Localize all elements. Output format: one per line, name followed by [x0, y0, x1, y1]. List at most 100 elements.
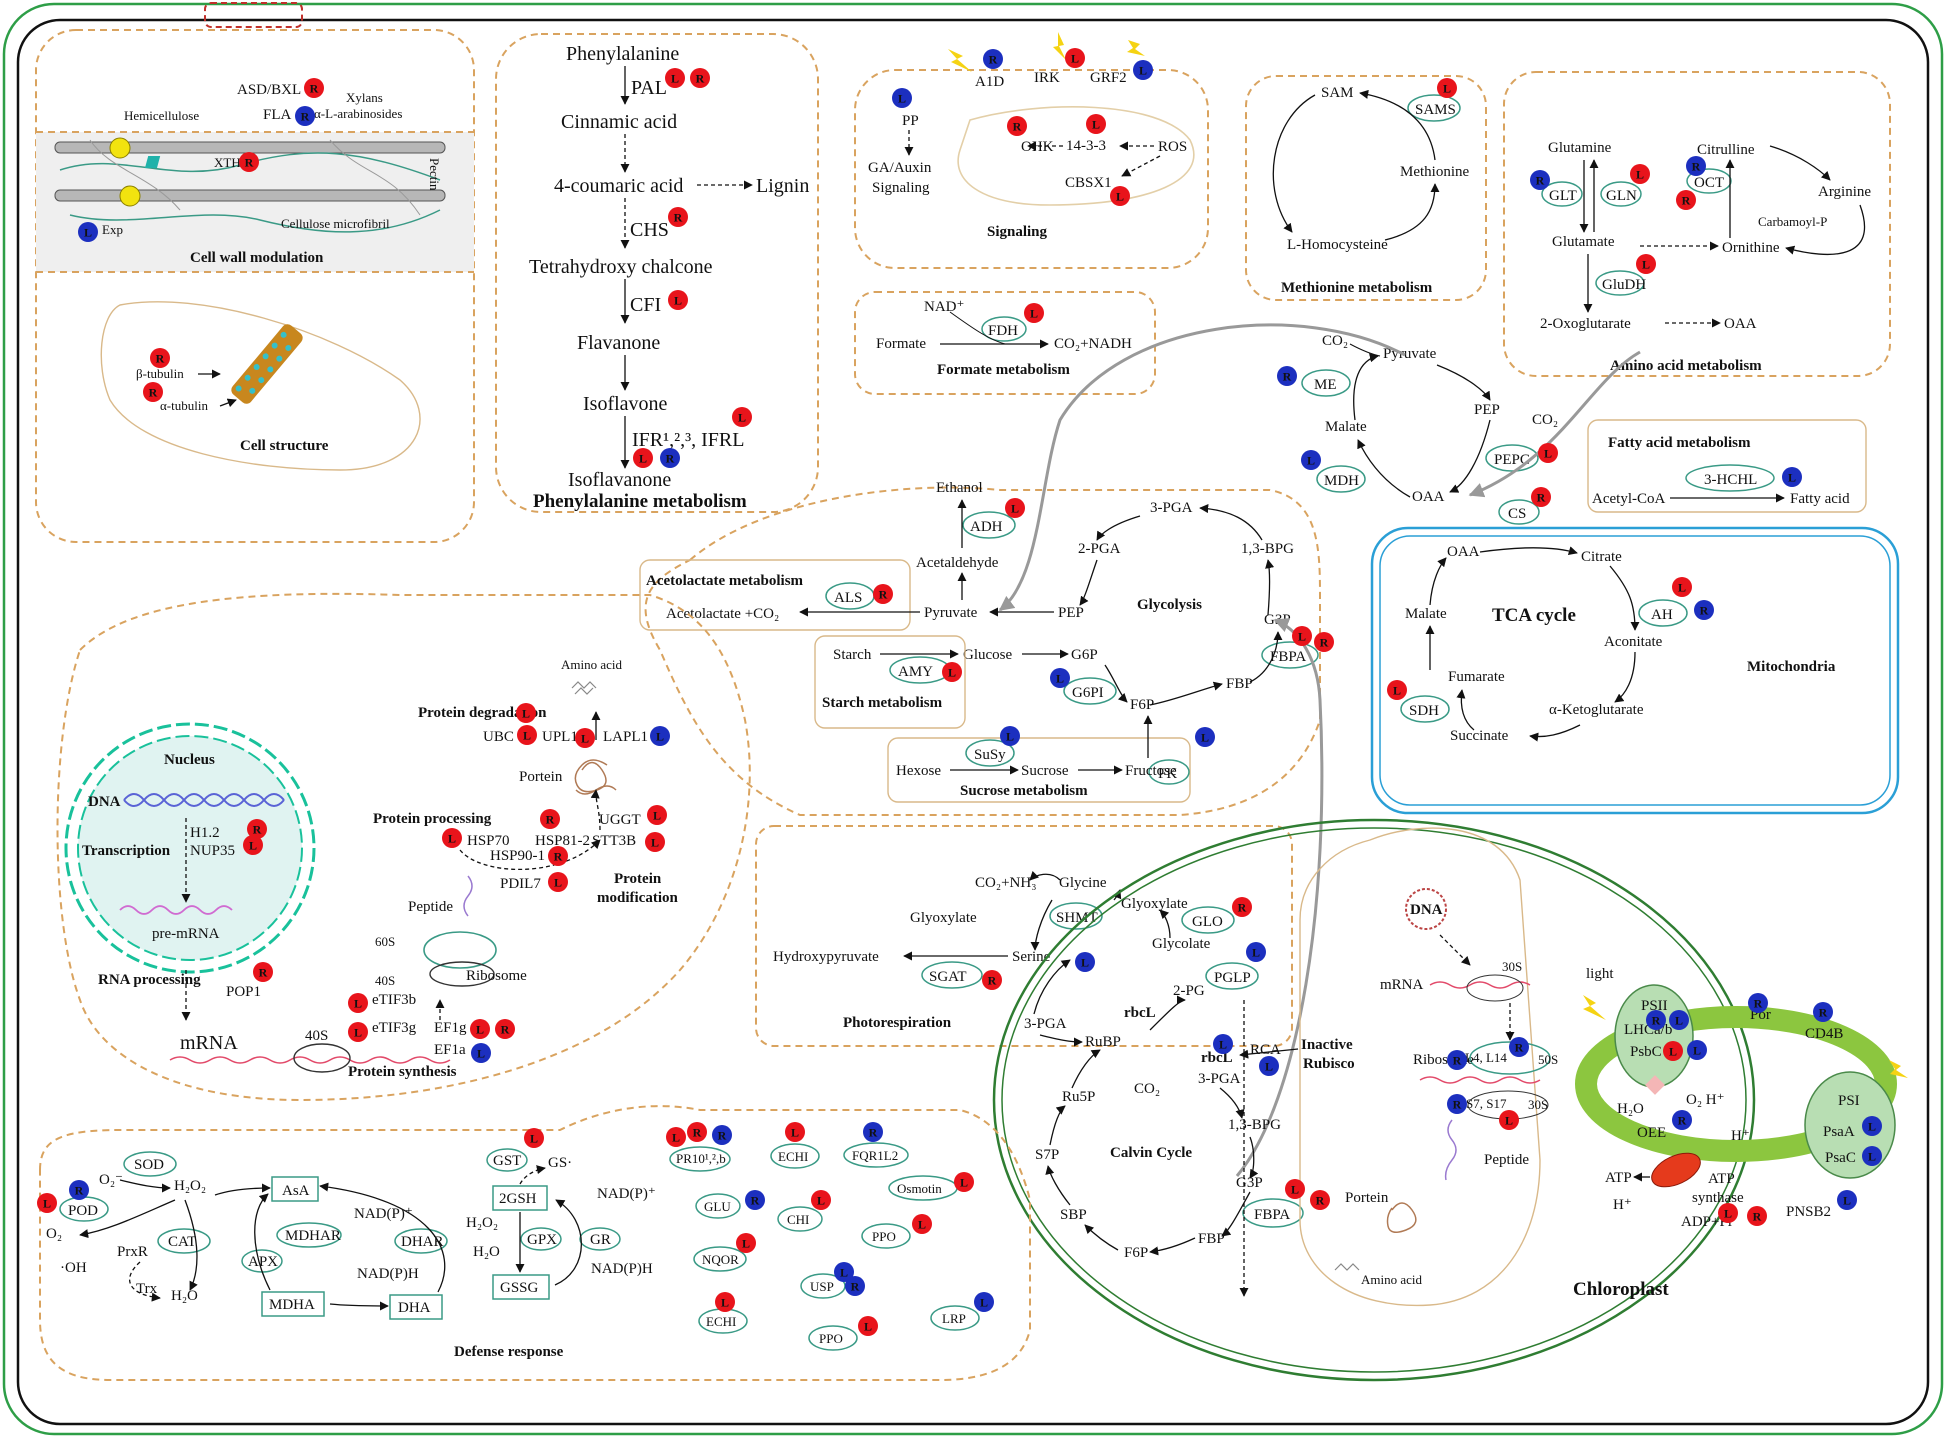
cell-structure-title: Cell structure [240, 438, 329, 454]
dha-box [389, 1294, 443, 1320]
l-marker [78, 222, 98, 242]
nadph-label: NAD(P)H [357, 1266, 419, 1282]
o2-defense-label: O₂ [46, 1226, 62, 1242]
s7p-label: S7P [1035, 1147, 1059, 1163]
phenylalanine-title: Phenylalanine metabolism [533, 491, 747, 512]
l-marker [470, 1019, 490, 1039]
r-marker-label: R [149, 386, 158, 400]
isoflavone-label: Isoflavone [583, 393, 668, 415]
irk-label: IRK [1034, 70, 1060, 86]
ifr-label: IFR¹,²,³, IFRL [632, 429, 744, 451]
chloroplast-inner [1001, 827, 1747, 1373]
r-marker [712, 1125, 732, 1145]
r-marker [1232, 897, 1252, 917]
rubp-label: RuBP [1085, 1034, 1121, 1050]
l-marker-label: L [530, 1132, 538, 1146]
beta-tubulin-label: β-tubulin [136, 366, 184, 381]
acetaldehyde-label: Acetaldehyde [916, 555, 999, 571]
pga2-glyco-label: 2-PGA [1078, 541, 1121, 557]
l-marker [1837, 1190, 1857, 1210]
r-marker-label: R [1316, 1194, 1325, 1208]
l-marker [1075, 952, 1095, 972]
protein-synthesis-title: Protein synthesis [348, 1064, 457, 1080]
lignin-label: Lignin [756, 175, 809, 197]
gst-label: GST [493, 1153, 521, 1169]
l-marker [37, 1193, 57, 1213]
ppo2-label: PPO [819, 1331, 843, 1346]
protein-modification-title-2: modification [597, 890, 678, 906]
r-marker-label: R [1754, 997, 1763, 1011]
l-marker-label: L [918, 1218, 926, 1232]
chi-label: CHI [787, 1212, 809, 1227]
r-marker [1531, 487, 1551, 507]
r-marker [247, 819, 267, 839]
l-marker [243, 835, 263, 855]
panel-photorespiration [755, 825, 1293, 1047]
tca-oaa-label: OAA [1447, 544, 1480, 560]
fbpa-glyco-label: FBPA [1270, 649, 1306, 665]
signaling-inner-outline [957, 106, 1195, 206]
ribosome-large-icon [423, 931, 497, 969]
fdh-label: FDH [988, 323, 1018, 339]
nup-label: NUP35 [190, 843, 235, 859]
mrna-label: mRNA [180, 1032, 238, 1054]
etif3g-label: eTIF3g [372, 1020, 417, 1036]
cell-wall-title: Cell wall modulation [190, 250, 324, 266]
ppo-label: PPO [872, 1229, 896, 1244]
glucose-label: Glucose [963, 647, 1012, 663]
l-marker-label: L [249, 839, 257, 853]
r-marker [150, 348, 170, 368]
psac-label: PsaC [1825, 1150, 1856, 1166]
l-marker-label: L [1030, 307, 1038, 321]
r-marker [1672, 1110, 1692, 1130]
l-marker [1630, 164, 1650, 184]
ef1g-label: EF1g [434, 1020, 467, 1036]
prxr-label: PrxR [117, 1244, 148, 1260]
r-marker [983, 49, 1003, 69]
nqor-label: NQOR [702, 1252, 739, 1267]
l-marker-label: L [1298, 630, 1306, 644]
co2-nadh-label: CO₂+NADH [1054, 336, 1132, 352]
l-marker-label: L [651, 836, 659, 850]
l-marker [1195, 727, 1215, 747]
pepc-label: PEPC [1494, 452, 1530, 468]
amino-acid-protein-label: Amino acid [561, 657, 623, 672]
cfi-label: CFI [630, 294, 661, 316]
methionine-title: Methionine metabolism [1281, 280, 1433, 296]
chloro-dna-label: DNA [1410, 902, 1443, 918]
hydroxypyruvate-label: Hydroxypyruvate [773, 949, 879, 965]
pglp-label: PGLP [1214, 970, 1251, 986]
oee-label: OEE [1637, 1125, 1666, 1141]
rbcl2-label: rbcL [1201, 1050, 1233, 1066]
atp-synthase-label-2: synthase [1692, 1190, 1744, 1206]
sam-label: SAM [1321, 85, 1354, 101]
l-marker [892, 88, 912, 108]
citrate-label: Citrate [1581, 549, 1622, 565]
l-marker [1005, 498, 1025, 518]
sams-label: SAMS [1415, 102, 1456, 118]
l-marker-label: L [1675, 1014, 1683, 1028]
peptide-label: Peptide [408, 899, 453, 915]
formate-title: Formate metabolism [937, 362, 1070, 378]
l-marker [974, 1292, 994, 1312]
r-marker [1676, 190, 1696, 210]
r-marker-label: R [1700, 604, 1709, 618]
hchl-label: 3-HCHL [1704, 472, 1757, 488]
flavanone-label: Flavanone [577, 332, 660, 354]
chloro-peptide-label: Peptide [1484, 1152, 1529, 1168]
l-marker [858, 1316, 878, 1336]
amy-label: AMY [898, 664, 933, 680]
l-marker [524, 1128, 544, 1148]
sig-label: Signaling [872, 180, 930, 196]
ef1a-label: EF1a [434, 1042, 466, 1058]
l-marker-label: L [960, 1176, 968, 1190]
l-marker-label: L [1081, 956, 1089, 970]
als-label: ALS [834, 590, 862, 606]
protein-degradation-title: Protein degradation [418, 705, 547, 721]
r-marker [690, 68, 710, 88]
l-marker-label: L [523, 729, 531, 743]
cat-label: CAT [168, 1234, 196, 1250]
g3p-calvin-label: G3P [1236, 1175, 1263, 1191]
s60-label: 60S [375, 934, 395, 949]
microtubule-icon [231, 324, 303, 404]
